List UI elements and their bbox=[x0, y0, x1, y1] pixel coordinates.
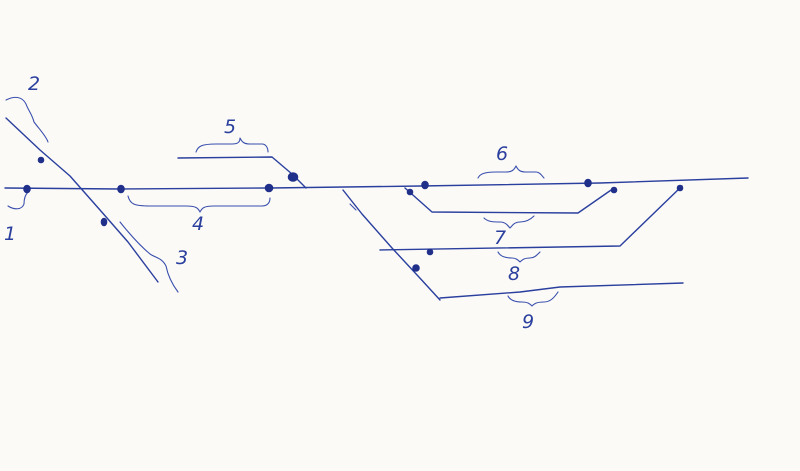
point-dot bbox=[37, 156, 45, 164]
point-dot bbox=[676, 184, 684, 192]
brace-4 bbox=[127, 195, 271, 213]
point-dot bbox=[264, 183, 274, 193]
brace-1 bbox=[7, 191, 29, 210]
point-dot bbox=[610, 186, 618, 194]
label-4: 4 bbox=[192, 213, 204, 235]
point-dot bbox=[117, 184, 125, 194]
diagonal-track bbox=[5, 117, 159, 283]
track-8 bbox=[379, 185, 683, 251]
label-3: 3 bbox=[176, 247, 188, 269]
main-track bbox=[4, 177, 749, 190]
track-9 bbox=[439, 282, 684, 299]
brace-3 bbox=[119, 221, 179, 293]
label-7: 7 bbox=[494, 227, 506, 249]
label-8: 8 bbox=[508, 263, 520, 285]
brace-7 bbox=[483, 215, 535, 229]
point-dot bbox=[287, 172, 299, 182]
point-dot bbox=[584, 178, 592, 188]
point-dot bbox=[426, 248, 434, 256]
yard-left-leg bbox=[342, 189, 441, 301]
brace-8 bbox=[497, 251, 541, 263]
brace-5 bbox=[195, 137, 269, 153]
label-2: 2 bbox=[28, 73, 40, 95]
point-dot bbox=[421, 180, 429, 190]
brace-2 bbox=[5, 96, 49, 143]
point-dot bbox=[100, 217, 108, 227]
track-7 bbox=[404, 187, 615, 214]
yard-mark bbox=[349, 203, 357, 211]
label-9: 9 bbox=[522, 311, 534, 333]
label-1: 1 bbox=[4, 223, 16, 245]
point-dot bbox=[23, 184, 31, 194]
label-5: 5 bbox=[224, 116, 236, 138]
brace-9 bbox=[507, 291, 559, 307]
brace-6 bbox=[477, 165, 545, 179]
point-dot bbox=[412, 264, 420, 272]
label-6: 6 bbox=[496, 143, 508, 165]
point-dot bbox=[406, 188, 414, 196]
track-5 bbox=[177, 156, 307, 189]
